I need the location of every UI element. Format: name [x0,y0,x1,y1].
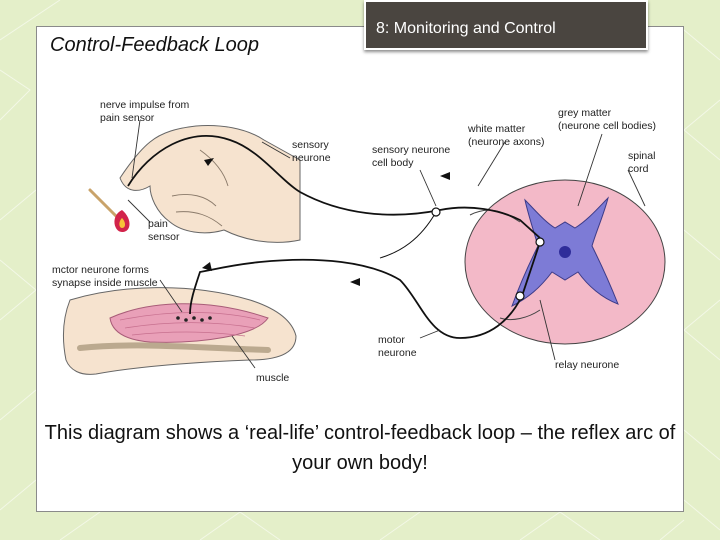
label-motor-synapse: synapse inside muscle [52,277,158,289]
arrow-icon [204,158,214,166]
section-tab: 8: Monitoring and Control [364,0,648,50]
muscle-tissue [109,303,269,343]
nerve-cell-bodies [431,207,545,301]
sensory-neurone-path [127,135,541,239]
label-motor-synapse: mctor neurone forms [52,264,149,276]
label-sensory-neurone: sensory [292,139,330,151]
inner-loop-path [379,211,437,259]
label-muscle: muscle [256,372,289,384]
direction-arrows [202,158,450,286]
slide-caption: This diagram shows a ‘real-life’ control… [44,422,676,474]
label-grey-matter: grey matter [558,107,612,119]
label-spinal-cord: cord [628,163,649,175]
slide-title: Control-Feedback Loop [50,34,260,56]
label-relay-neurone: relay neurone [555,359,619,371]
label-nerve-impulse: nerve impulse from [100,99,190,111]
label-sensory-cell-body: sensory neurone [372,144,450,156]
label-white-matter: white matter [467,123,526,135]
diagram-labels: nerve impulse from pain sensor sensory n… [52,99,656,384]
arrow-icon [440,172,450,180]
motor-cell-body [515,291,525,301]
synapse-endings [176,316,212,322]
relay-cell-body [535,237,545,247]
arm-illustration [62,287,297,375]
hand [119,125,301,243]
ventral-root [499,309,541,321]
label-white-matter: (neurone axons) [468,136,544,148]
match-stick [88,188,120,220]
central-canal [559,246,571,258]
section-tab-label: 8: Monitoring and Control [376,20,556,37]
match-flame-core [119,218,125,228]
neurone-pathways [127,135,541,339]
reflex-arc-diagram: nerve impulse from pain sensor sensory n… [52,99,666,384]
label-pain-sensor: sensor [148,231,180,243]
spinal-cord-illustration [464,179,666,345]
arrow-icon [350,278,360,286]
label-pain-sensor: pain [148,218,168,230]
label-spinal-cord: spinal [628,150,655,162]
finger-creases [171,149,229,227]
motor-neurone-path [189,241,541,339]
bone [77,342,271,353]
muscle-fibres [119,312,261,337]
hand-illustration [88,125,301,243]
label-motor-neurone: motor [378,334,405,346]
label-motor-neurone: neurone [378,347,417,359]
label-sensory-cell-body: cell body [372,157,414,169]
label-sensory-neurone: neurone [292,152,331,164]
sensory-cell-body [431,207,441,217]
leader-lines [127,119,646,369]
label-nerve-impulse: pain sensor [100,112,155,124]
label-grey-matter: (neurone cell bodies) [558,120,656,132]
arrow-icon [202,262,212,271]
